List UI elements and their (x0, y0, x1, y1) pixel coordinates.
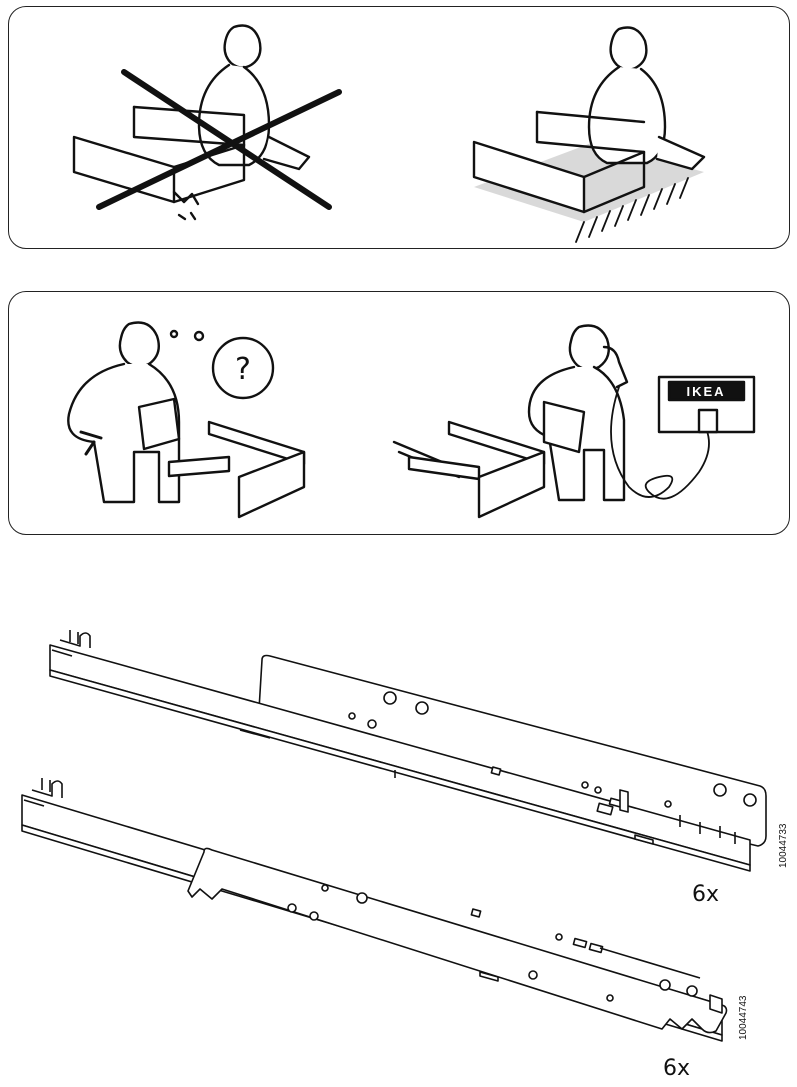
care-instruction-panel (8, 6, 790, 249)
confused-person-illustration (67, 321, 306, 519)
call-ikea-illustration (392, 324, 756, 519)
runner-1-article-number: 10044733 (778, 823, 789, 869)
question-mark-sign: ? (235, 352, 251, 387)
correct-assembly-illustration (472, 26, 706, 243)
drawer-runner-2 (21, 778, 728, 1042)
ikea-store-sign: IKEA (686, 384, 725, 399)
drawer-runner-1 (49, 630, 767, 872)
help-instruction-panel: ? IKEA (8, 291, 790, 535)
runner-2-article-number: 10044743 (738, 995, 749, 1041)
wrong-assembly-illustration (72, 24, 342, 221)
runner-2-quantity: 6x (663, 1056, 691, 1081)
help-illustrations: ? IKEA (67, 321, 756, 519)
care-illustrations (72, 24, 706, 243)
runner-1-quantity: 6x (692, 882, 720, 907)
